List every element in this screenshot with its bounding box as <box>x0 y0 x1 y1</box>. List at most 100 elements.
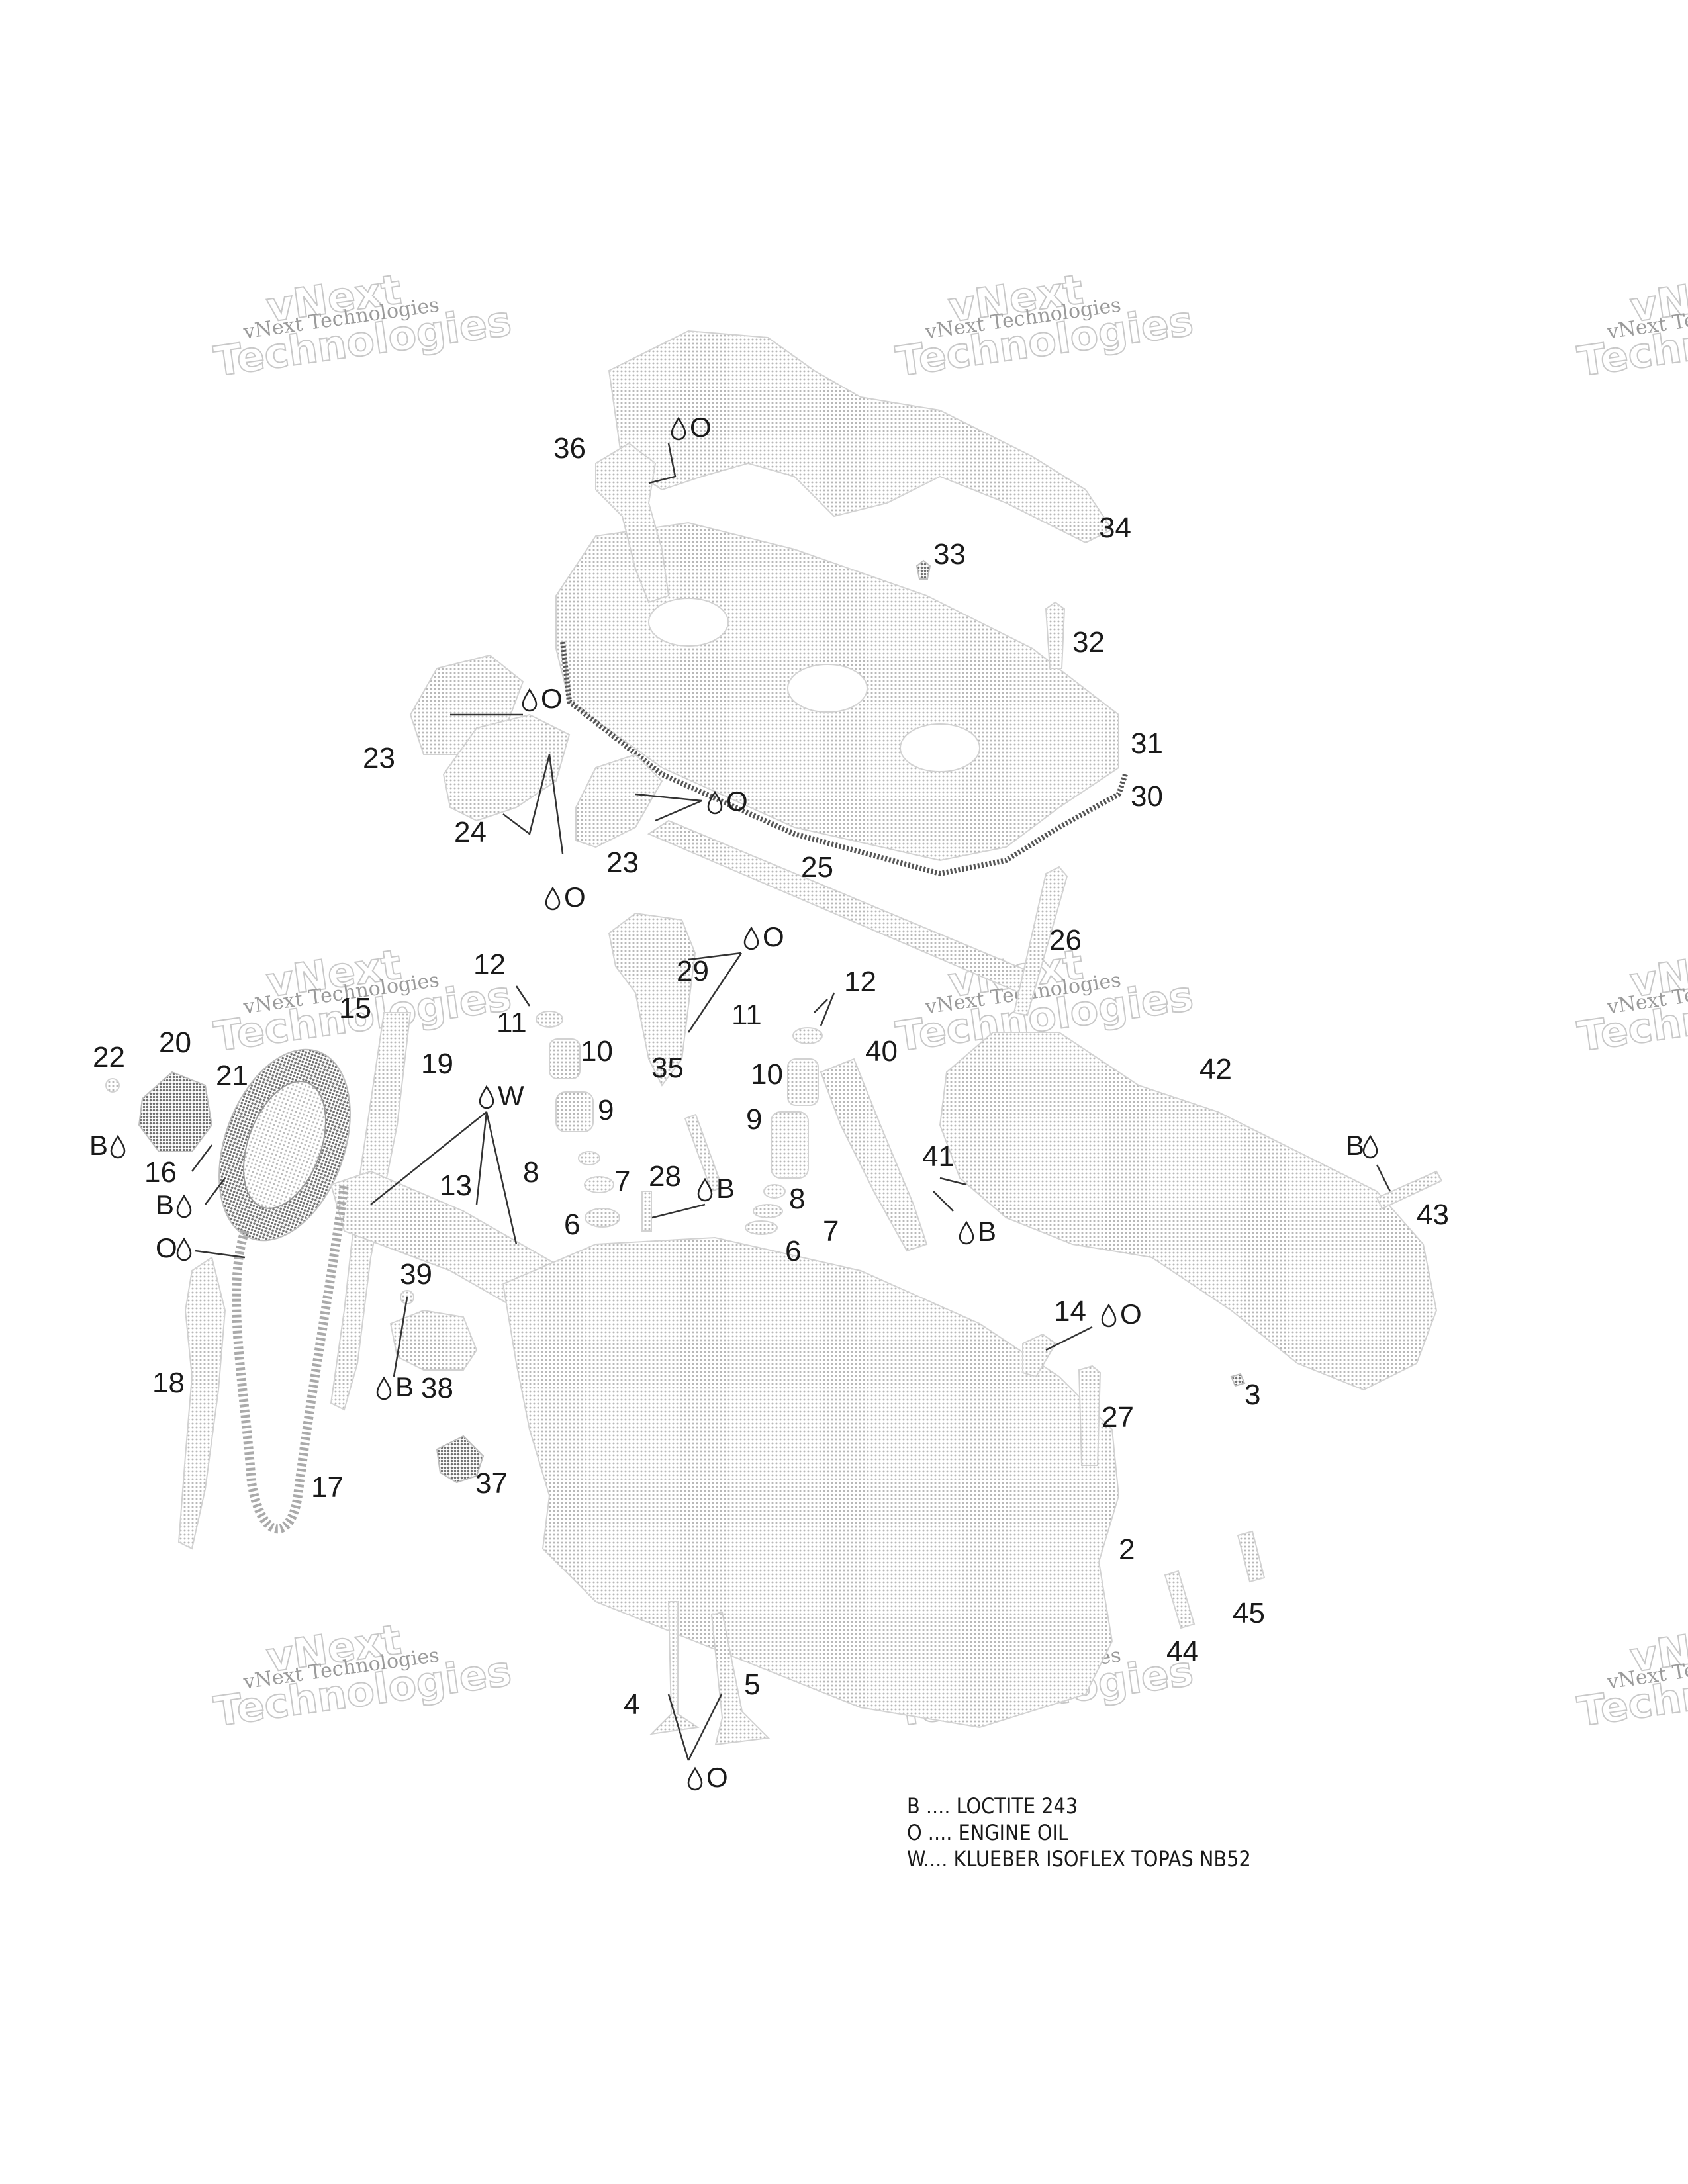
callout-42: 42 <box>1199 1053 1232 1085</box>
part-3-pin <box>1230 1373 1246 1387</box>
callout-10-right: 10 <box>751 1058 783 1091</box>
leader-lines <box>191 443 1391 1761</box>
sprocket-hub <box>243 1081 326 1209</box>
cover-port-1 <box>648 598 729 647</box>
callout-6-right: 6 <box>785 1235 801 1267</box>
lube-tag-28: B <box>697 1173 735 1204</box>
lube-tag-23b: O <box>707 786 748 817</box>
callout-30: 30 <box>1131 780 1163 813</box>
callout-7-right: 7 <box>823 1215 839 1248</box>
callout-41: 41 <box>922 1140 955 1173</box>
lube-tag-45: O <box>687 1762 728 1793</box>
svg-text:O: O <box>763 921 784 952</box>
callout-12-left: 12 <box>473 948 506 981</box>
part-40-arm <box>820 1058 928 1252</box>
part-8-collet-left <box>578 1151 600 1165</box>
cover-port-2 <box>787 664 868 713</box>
callout-29: 29 <box>677 955 709 987</box>
watermark-top-center: vNext vNext Technologies Technologies <box>892 264 1197 387</box>
part-17-timing-chain <box>232 1184 349 1534</box>
part-33-bolt <box>915 559 931 580</box>
svg-text:O: O <box>541 683 563 714</box>
callout-43: 43 <box>1417 1199 1449 1231</box>
callout-16: 16 <box>144 1156 177 1189</box>
part-20-cap <box>138 1071 213 1152</box>
part-22-bolt <box>105 1078 120 1093</box>
lube-tag-38: B <box>376 1371 414 1402</box>
parts-group <box>105 330 1443 1746</box>
lube-tag-17: O <box>156 1232 192 1263</box>
legend-line-b: B .... LOCTITE 243 <box>907 1794 1078 1819</box>
callout-25: 25 <box>801 851 833 884</box>
part-26-bolt <box>1013 866 1068 1017</box>
part-14-plug <box>1022 1333 1057 1378</box>
part-5-exhaust-valve <box>710 1611 771 1746</box>
part-35-pin <box>684 1113 724 1193</box>
callout-33: 33 <box>933 538 966 570</box>
part-10-spring-seat-left <box>549 1038 581 1079</box>
svg-text:O: O <box>690 412 712 443</box>
callout-23-left: 23 <box>363 742 395 774</box>
lube-tag-14: O <box>1101 1298 1142 1330</box>
callout-31: 31 <box>1131 727 1163 760</box>
callout-9-left: 9 <box>598 1094 614 1126</box>
callout-8-right: 8 <box>789 1183 805 1215</box>
lube-tag-22: B <box>89 1130 126 1161</box>
callout-7-left: 7 <box>614 1165 630 1198</box>
callout-13: 13 <box>440 1169 472 1202</box>
part-6-washer-right <box>745 1220 778 1235</box>
callout-38: 38 <box>421 1372 453 1404</box>
callout-36: 36 <box>553 432 586 465</box>
part-29-tappet <box>608 912 696 1087</box>
part-9-spring-right <box>771 1111 809 1179</box>
callout-15: 15 <box>339 992 371 1024</box>
part-9-spring-left <box>555 1091 594 1132</box>
callout-39: 39 <box>400 1258 432 1291</box>
lube-tag-29: O <box>743 921 784 952</box>
part-6-washer-left <box>585 1208 620 1228</box>
callout-28: 28 <box>649 1160 681 1193</box>
part-7-seal-left <box>584 1176 614 1193</box>
part-43-bolt <box>1376 1170 1443 1210</box>
callout-18: 18 <box>152 1367 185 1399</box>
svg-text:W: W <box>498 1080 524 1111</box>
part-30-gasket <box>560 641 1128 877</box>
lube-tag-16: B <box>156 1189 192 1220</box>
callout-22: 22 <box>93 1041 125 1073</box>
svg-text:O: O <box>564 882 586 913</box>
legend-line-o: O .... ENGINE OIL <box>907 1820 1068 1845</box>
callout-5: 5 <box>744 1668 760 1701</box>
callout-37: 37 <box>475 1467 508 1500</box>
callout-32: 32 <box>1072 626 1105 659</box>
part-37-sensor <box>436 1435 485 1484</box>
callout-8-left: 8 <box>523 1156 539 1189</box>
callout-4: 4 <box>624 1688 639 1721</box>
part-45-sleeve <box>1237 1530 1266 1583</box>
callout-24: 24 <box>454 816 487 848</box>
callout-17: 17 <box>311 1471 344 1504</box>
callout-11-right: 11 <box>731 999 762 1031</box>
callout-9-right: 9 <box>746 1103 762 1136</box>
watermark-top-right: vNext vNext Technologies Technologies <box>1574 264 1688 387</box>
part-44-sleeve <box>1164 1570 1196 1629</box>
part-number-callouts: 36 34 33 32 31 30 23 24 23 25 26 29 12 1… <box>93 432 1449 1721</box>
part-8-collet-right <box>763 1184 786 1199</box>
callout-34: 34 <box>1099 512 1131 544</box>
callout-3: 3 <box>1244 1379 1260 1411</box>
part-38-tensioner <box>389 1309 478 1371</box>
watermark-mid-right: vNext vNext Technologies Technologies <box>1574 939 1688 1062</box>
part-42-camshaft <box>939 1032 1438 1391</box>
callout-27: 27 <box>1102 1401 1134 1433</box>
watermark-bottom-right: vNext vNext Technologies Technologies <box>1574 1614 1688 1737</box>
svg-text:O: O <box>1120 1298 1142 1330</box>
callout-6-left: 6 <box>564 1208 580 1241</box>
callout-40: 40 <box>865 1035 898 1068</box>
part-18-guide <box>177 1256 226 1550</box>
callout-35: 35 <box>651 1052 684 1084</box>
part-2-cylinder-head <box>502 1236 1120 1729</box>
callout-12-right: 12 <box>844 966 876 998</box>
callout-2: 2 <box>1119 1533 1135 1566</box>
lube-tag-w: W <box>479 1080 524 1111</box>
callout-23-right: 23 <box>606 846 639 879</box>
